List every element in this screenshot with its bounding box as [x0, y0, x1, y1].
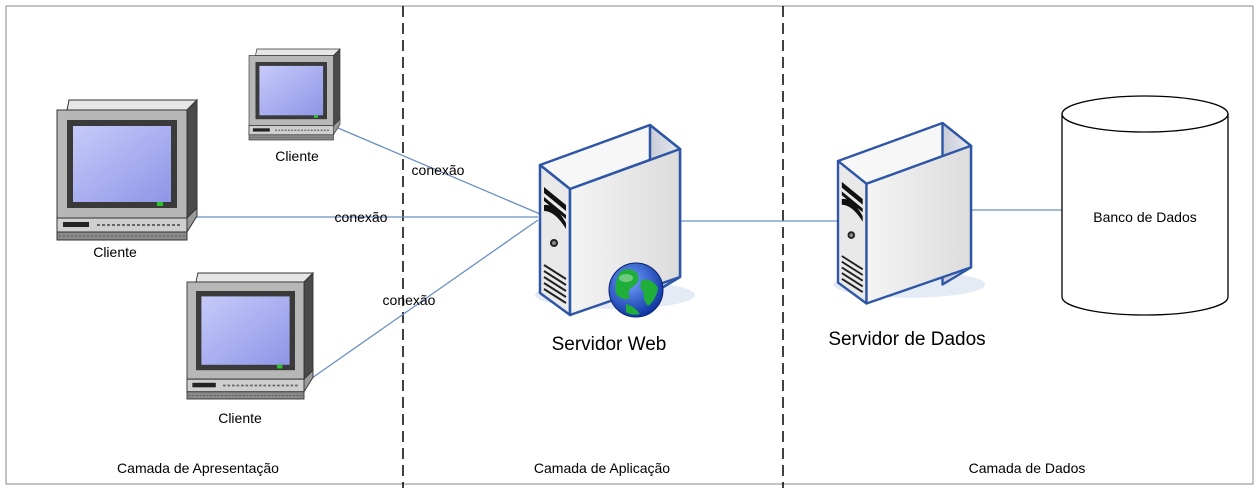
- computer-icon: [186, 272, 314, 400]
- connection-label: conexão: [412, 162, 465, 178]
- client-label: Cliente: [93, 244, 137, 260]
- connection-label: conexão: [383, 292, 436, 308]
- data-server-label: Servidor de Dados: [828, 329, 985, 350]
- globe-icon: [608, 262, 664, 318]
- layer-label-presentation: Camada de Apresentação: [117, 460, 279, 476]
- computer-icon: [248, 48, 341, 141]
- web-server-label: Servidor Web: [552, 334, 667, 355]
- connection-label: conexão: [335, 209, 388, 225]
- client-label: Cliente: [218, 410, 262, 426]
- database-label: Banco de Dados: [1093, 209, 1197, 225]
- computer-icon: [56, 99, 198, 241]
- layer-label-data: Camada de Dados: [969, 460, 1086, 476]
- database-icon: [1061, 95, 1229, 316]
- layer-label-application: Camada de Aplicação: [534, 460, 670, 476]
- client-label: Cliente: [275, 148, 319, 164]
